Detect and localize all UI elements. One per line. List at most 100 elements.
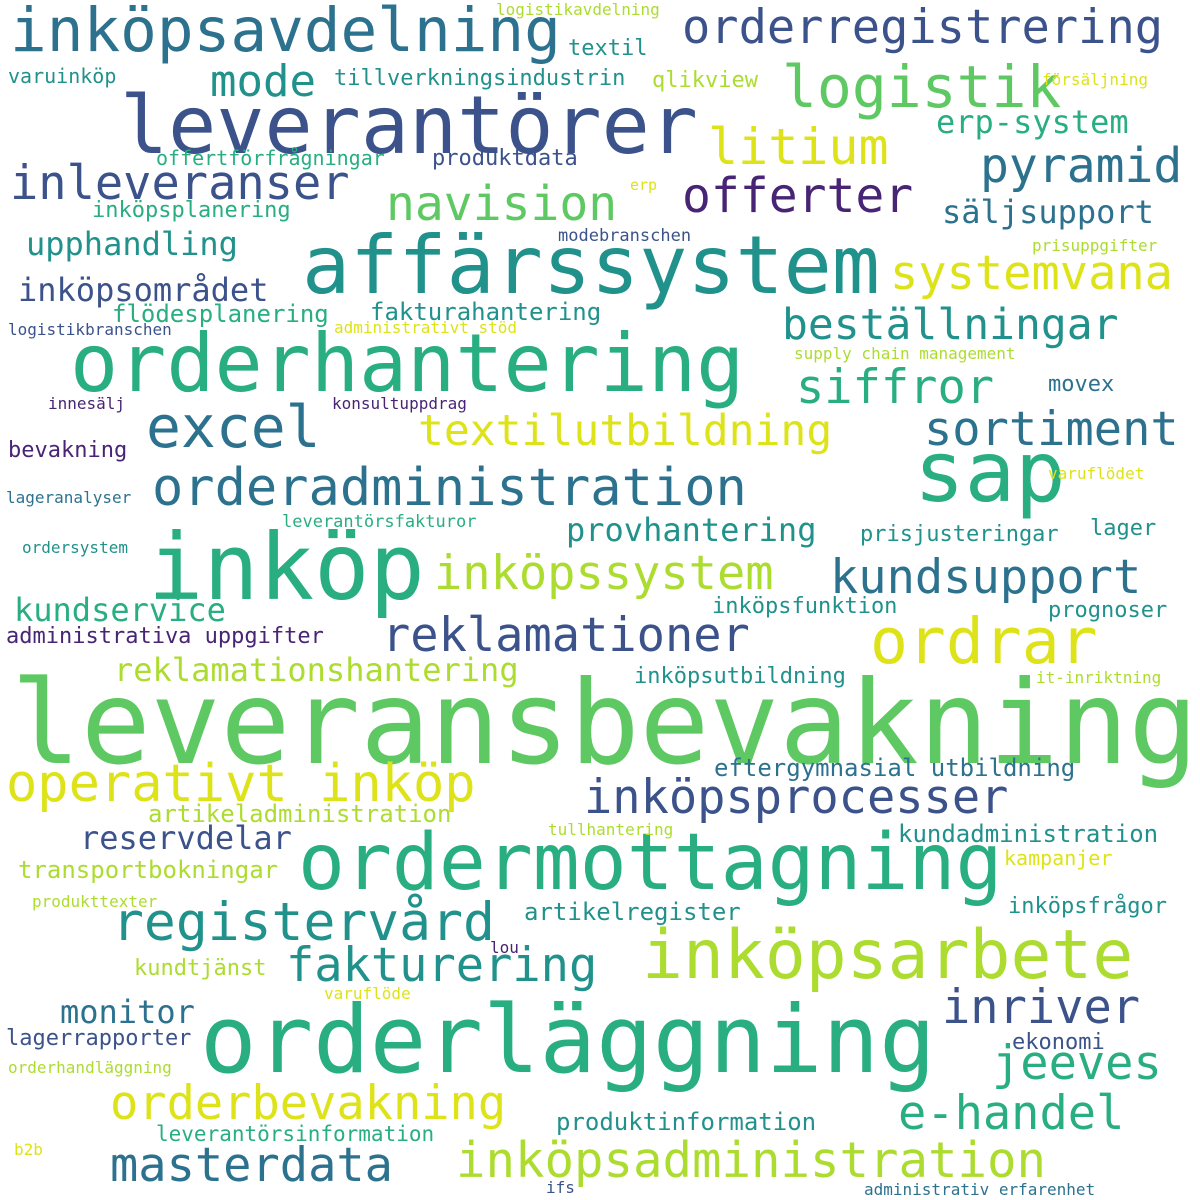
word-leverantorsinformation: leverantörsinformation [156,1122,435,1146]
word-prisjusteringar: prisjusteringar [860,522,1059,547]
word-operativt-inkop: operativt inköp [6,754,476,814]
word-inkopsplanering: inköpsplanering [92,198,291,223]
word-lager: lager [1090,516,1157,541]
word-eftergymnasial-utbildning: eftergymnasial utbildning [714,754,1076,782]
word-logistikavdelning: logistikavdelning [496,0,660,19]
word-inkopsarbete: inköpsarbete [642,916,1134,995]
word-upphandling: upphandling [26,225,238,263]
word-fakturahantering: fakturahantering [370,298,602,326]
word-pyramid: pyramid [980,138,1183,194]
word-orderhandlaggning: orderhandläggning [8,1058,172,1077]
word-affarssystem: affärssystem [302,219,880,312]
word-kampanjer: kampanjer [1004,846,1113,870]
word-leverantorsfakturor: leverantörsfakturor [282,512,477,532]
word-innesalj: innesälj [48,394,126,413]
word-reklamationshantering: reklamationshantering [114,651,519,689]
word-administrativ-erfarenhet: administrativ erfarenhet [864,1180,1096,1199]
word-e-handel: e-handel [898,1086,1125,1141]
word-orderregistrering: orderregistrering [682,0,1164,55]
word-ifs: ifs [546,1178,575,1197]
word-inleveranser: inleveranser [10,156,350,211]
word-inkopsfunktion: inköpsfunktion [712,594,898,619]
word-forsaljning: försäljning [1042,70,1148,89]
word-jeeves: jeeves [992,1036,1162,1091]
word-systemvana: systemvana [890,246,1173,301]
word-varufledet: varuflödet [1048,464,1145,483]
word-offertforfragningar: offertförfrågningar [156,146,385,170]
word-artikelregister: artikelregister [524,898,741,926]
word-it-inriktning: it-inriktning [1036,668,1162,687]
word-varuflode: varuflöde [324,984,411,1003]
word-supply-chain-management: supply chain management [794,344,1016,363]
word-erp-system: erp-system [936,103,1129,141]
word-reklamationer: reklamationer [382,608,750,663]
word-tillverkningsindustrin: tillverkningsindustrin [334,66,626,91]
word-saljsupport: säljsupport [942,193,1154,231]
word-navision: navision [386,176,618,232]
word-textil: textil [568,36,648,61]
word-ordersystem: ordersystem [22,538,128,557]
word-konsultuppdrag: konsultuppdrag [332,394,467,413]
word-administrativa-uppgifter: administrativa uppgifter [6,624,324,649]
word-sap: sap [914,423,1066,521]
word-administrativt-stod: administrativt stöd [334,318,518,337]
word-inkopssystem: inköpssystem [434,546,774,601]
word-inkopsprocesser: inköpsprocesser [584,770,1009,825]
word-erp: erp [630,176,658,194]
word-qlikview: qlikview [652,68,758,93]
word-masterdata: masterdata [110,1138,393,1193]
word-offerter: offerter [682,168,914,224]
word-artikeladministration: artikeladministration [148,800,452,828]
word-inkopsomradet: inköpsområdet [18,271,269,309]
word-inkopsavdelning: inköpsavdelning [10,0,561,66]
word-flodesplanering: flödesplanering [112,300,329,328]
word-kundadministration: kundadministration [898,820,1159,848]
word-inkopsutbildning: inköpsutbildning [634,664,846,689]
word-excel: excel [146,393,321,461]
word-mode: mode [210,56,316,107]
word-orderbevakning: orderbevakning [110,1076,507,1131]
word-orderadministration: orderadministration [152,458,747,518]
word-produktdata: produktdata [432,146,578,171]
word-b2b: b2b [14,1140,43,1159]
word-produkttexter: produkttexter [32,892,158,911]
word-kundtjanst: kundtjänst [134,956,267,981]
word-orderhantering: orderhantering [70,317,745,410]
word-provhantering: provhantering [566,511,817,549]
word-tullhantering: tullhantering [548,820,674,839]
word-inkopsfragor: inköpsfrågor [1008,894,1167,919]
word-inkop: inköp [148,514,425,621]
word-ordermottagning: ordermottagning [298,818,1003,908]
word-lou: lou [490,938,519,957]
word-textilutbildning: textilutbildning [418,406,833,456]
word-bevakning: bevakning [8,438,128,463]
word-logistik: logistik [782,53,1062,121]
word-siffror: siffror [796,360,995,415]
word-ekonomi: ekonomi [1012,1030,1105,1055]
word-prognoser: prognoser [1048,598,1168,623]
word-modebranschen: modebranschen [558,226,692,246]
word-lagerrapporter: lagerrapporter [6,1026,192,1051]
word-orderlaggning: orderläggning [200,986,936,1095]
word-litium: litium [708,118,889,176]
word-reservdelar: reservdelar [80,819,292,857]
word-kundservice: kundservice [14,591,226,629]
word-prisuppgifter: prisuppgifter [1032,236,1158,255]
word-ordrar: ordrar [870,605,1098,678]
word-lageranalyser: lageranalyser [6,488,132,507]
word-kundsupport: kundsupport [830,550,1142,605]
word-leverantorer: leverantörer [120,79,698,172]
word-monitor: monitor [60,993,195,1031]
word-movex: movex [1048,372,1115,397]
word-varuinkop: varuinköp [8,64,117,88]
word-registervard: registervård [112,892,495,953]
word-fakturering: fakturering [286,938,598,993]
word-logistikbranschen: logistikbranschen [8,320,172,339]
word-sortiment: sortiment [924,402,1179,457]
word-transportbokningar: transportbokningar [18,856,279,884]
word-leveransbevakning: leveransbevakning [11,656,1199,791]
word-produktinformation: produktinformation [556,1108,817,1136]
word-bestallningar: beställningar [782,300,1119,350]
word-inriver: inriver [942,980,1141,1035]
